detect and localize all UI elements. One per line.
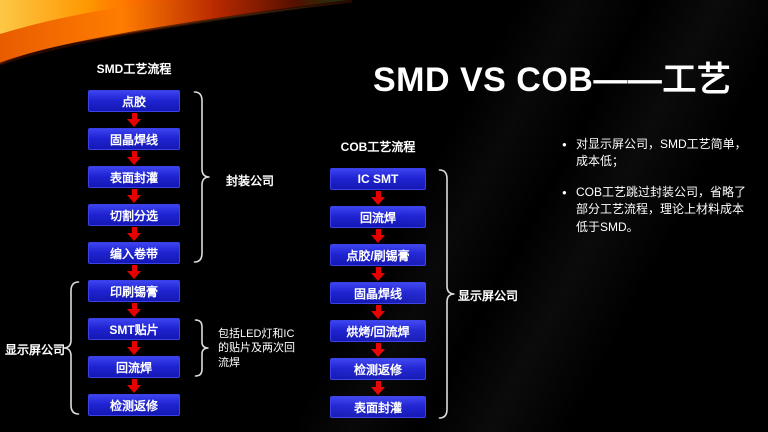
down-arrow-icon xyxy=(127,150,141,166)
bullet-icon: ● xyxy=(562,140,567,149)
down-arrow-icon xyxy=(127,112,141,128)
smd-flow-header: SMD工艺流程 xyxy=(96,62,172,76)
flow-step: 回流焊 xyxy=(88,356,180,378)
flow-step: 烘烤/回流焊 xyxy=(330,320,426,342)
down-arrow-icon xyxy=(127,226,141,242)
down-arrow-icon xyxy=(371,380,385,396)
brace-smt-note xyxy=(194,319,209,377)
display-company-left-label: 显示屏公司 xyxy=(5,343,66,357)
flow-step: 固晶焊线 xyxy=(330,282,426,304)
flow-step: 检测返修 xyxy=(330,358,426,380)
down-arrow-icon xyxy=(371,342,385,358)
down-arrow-icon xyxy=(127,378,141,394)
flow-step: 点胶 xyxy=(88,90,180,112)
down-arrow-icon xyxy=(371,304,385,320)
down-arrow-icon xyxy=(127,340,141,356)
smd-flow-column: SMD工艺流程 点胶 固晶焊线 表面封灌 切割分选 编入卷带 印刷锡膏 SMT贴… xyxy=(86,62,182,416)
flow-step: 表面封灌 xyxy=(88,166,180,188)
packaging-company-label: 封装公司 xyxy=(226,174,275,188)
bullet-text: COB工艺跳过封装公司，省略了部分工艺流程，理论上材料成本低于SMD。 xyxy=(576,184,747,234)
smt-note-label: 包括LED灯和IC的贴片及两次回流焊 xyxy=(218,328,295,369)
bullet-icon: ● xyxy=(562,187,567,197)
down-arrow-icon xyxy=(371,190,385,206)
flow-step: 检测返修 xyxy=(88,394,180,416)
flow-step: SMT贴片 xyxy=(88,318,180,340)
brace-display-company-left xyxy=(63,281,80,415)
bullet-text: 对显示屏公司，SMD工艺简单，成本低； xyxy=(576,137,747,169)
down-arrow-icon xyxy=(371,228,385,244)
display-company-right-label: 显示屏公司 xyxy=(458,289,519,303)
flow-step: 固晶焊线 xyxy=(88,128,180,150)
flow-step: 表面封灌 xyxy=(330,396,426,418)
down-arrow-icon xyxy=(127,188,141,204)
flow-step: 回流焊 xyxy=(330,206,426,228)
flow-step: 点胶/刷锡膏 xyxy=(330,244,426,266)
down-arrow-icon xyxy=(371,266,385,282)
slide-title: SMD VS COB——工艺 xyxy=(373,61,732,99)
down-arrow-icon xyxy=(127,264,141,280)
corner-swoosh-decoration xyxy=(0,0,353,66)
cob-flow-header: COB工艺流程 xyxy=(340,140,416,154)
bullet-list: ● 对显示屏公司，SMD工艺简单，成本低； ● COB工艺跳过封装公司，省略了部… xyxy=(562,136,750,236)
flow-step: 印刷锡膏 xyxy=(88,280,180,302)
brace-display-company-right xyxy=(438,169,455,419)
bullet-item: ● COB工艺跳过封装公司，省略了部分工艺流程，理论上材料成本低于SMD。 xyxy=(562,184,750,236)
brace-packaging-company xyxy=(193,91,210,263)
down-arrow-icon xyxy=(127,302,141,318)
flow-step: IC SMT xyxy=(330,168,426,190)
flow-step: 编入卷带 xyxy=(88,242,180,264)
flow-step: 切割分选 xyxy=(88,204,180,226)
bullet-item: ● 对显示屏公司，SMD工艺简单，成本低； xyxy=(562,136,750,171)
cob-flow-column: COB工艺流程 IC SMT 回流焊 点胶/刷锡膏 固晶焊线 烘烤/回流焊 检测… xyxy=(328,140,428,418)
